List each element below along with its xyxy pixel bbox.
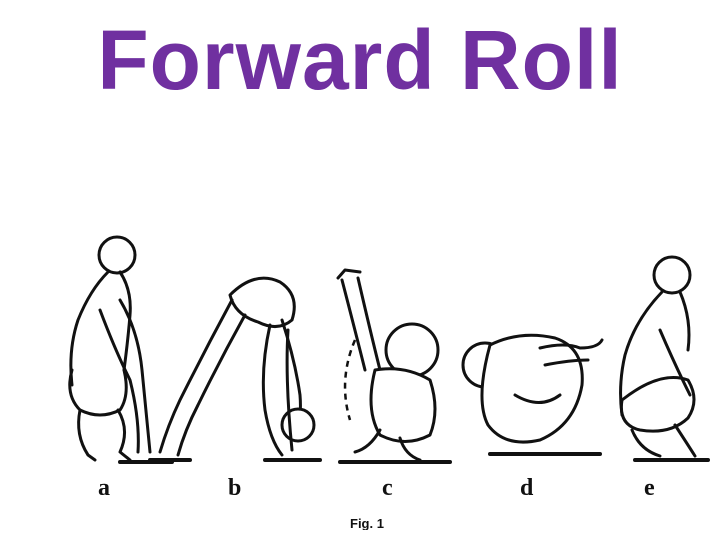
figure-b-pike xyxy=(148,276,322,462)
label-c: c xyxy=(382,475,393,501)
figure-caption: Fig. 1 xyxy=(350,516,384,530)
label-d: d xyxy=(520,475,534,501)
forward-roll-diagram: a b c d e Fig. 1 xyxy=(68,235,710,530)
slide-title: Forward Roll xyxy=(97,13,623,107)
forward-roll-illustration: a b c d e Fig. 1 xyxy=(20,220,710,530)
figure-c-rolling xyxy=(336,268,452,464)
label-e: e xyxy=(644,475,655,501)
figure-e-finish-crouch xyxy=(619,255,710,462)
label-b: b xyxy=(228,475,241,501)
figure-a-crouch xyxy=(68,235,174,464)
figure-d-tucked xyxy=(461,333,604,456)
label-a: a xyxy=(98,475,110,501)
